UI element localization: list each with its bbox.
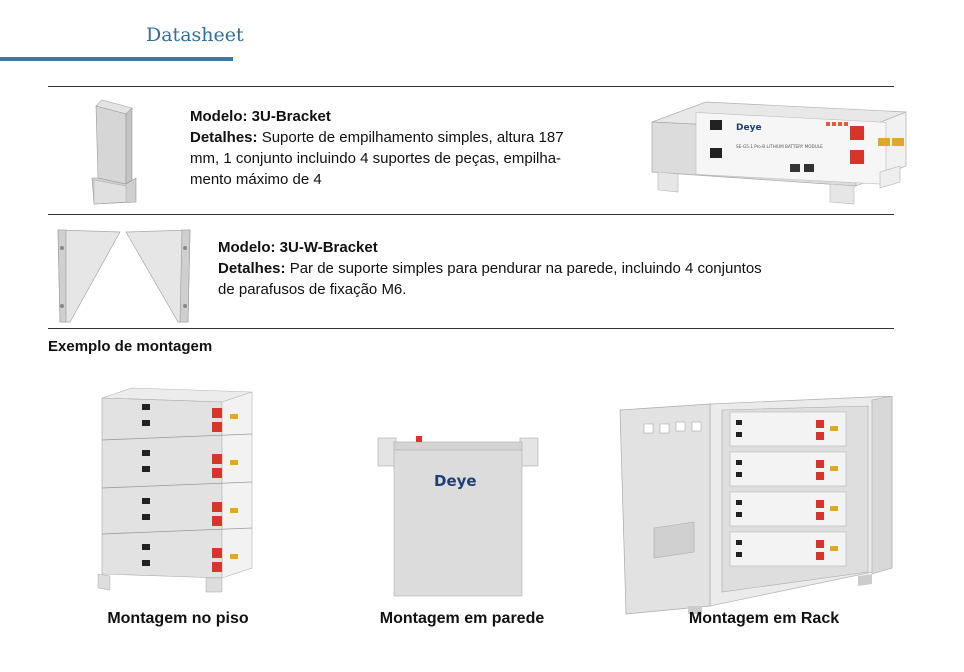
details-line-2: mm, 1 conjunto incluindo 4 suportes de p… — [190, 150, 562, 167]
model-label: Modelo: — [218, 239, 276, 256]
model-line: Modelo: 3U-Bracket — [190, 106, 630, 127]
product-3u-bracket-text: Modelo: 3U-Bracket Detalhes: Suporte de … — [190, 106, 630, 190]
details-label: Detalhes: — [218, 260, 286, 277]
caption-wall-mount: Montagem em parede — [379, 610, 545, 627]
details-line-1: Detalhes: Par de suporte simples para pe… — [218, 258, 878, 279]
model-label: Modelo: — [190, 108, 248, 125]
details-line-3: mento máximo de 4 — [190, 171, 322, 188]
floor-mount-image — [96, 384, 256, 596]
details-text: Suporte de empilhamento simples, altura … — [261, 129, 564, 146]
section-title: Exemplo de montagem — [48, 338, 213, 355]
model-value: 3U-Bracket — [251, 108, 331, 125]
page-header-title: Datasheet — [146, 24, 244, 46]
bracket-3u-w-image — [52, 226, 202, 324]
details-text: Par de suporte simples para pendurar na … — [289, 260, 762, 277]
details-line-1: Detalhes: Suporte de empilhamento simple… — [190, 127, 630, 148]
battery-brand-logo: Deye — [434, 472, 477, 490]
model-line: Modelo: 3U-W-Bracket — [218, 237, 878, 258]
header-accent-rule — [0, 57, 233, 61]
svg-text:SE-G5.1 Pro-B LITHIUM BATTERY: SE-G5.1 Pro-B LITHIUM BATTERY MODULE — [736, 144, 823, 149]
battery-brand-logo: Deye — [736, 123, 762, 133]
table-rule-top — [48, 86, 894, 87]
product-3u-w-bracket-text: Modelo: 3U-W-Bracket Detalhes: Par de su… — [218, 237, 878, 300]
caption-floor-mount: Montagem no piso — [107, 610, 249, 627]
model-value: 3U-W-Bracket — [279, 239, 378, 256]
rack-mount-image — [618, 396, 894, 616]
details-label: Detalhes: — [190, 129, 258, 146]
battery-module-image: Deye SE-G5.1 Pro-B LITHIUM BATTERY MODUL… — [650, 100, 920, 208]
wall-mount-image: Deye — [376, 432, 540, 600]
details-line-2: de parafusos de fixação M6. — [218, 281, 407, 298]
table-rule-middle — [48, 214, 894, 215]
caption-rack-mount: Montagem em Rack — [688, 610, 840, 627]
bracket-3u-image — [86, 98, 146, 208]
table-rule-bottom — [48, 328, 894, 329]
